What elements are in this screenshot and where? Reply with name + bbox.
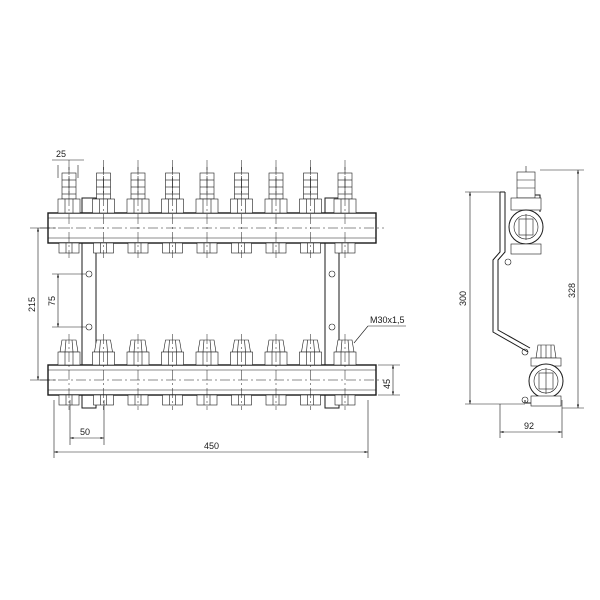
valve-outlet — [299, 334, 322, 410]
dim-header-height: 45 — [378, 364, 400, 396]
dim-depth: 92 — [499, 400, 563, 438]
dim-header-spacing: 215 — [27, 227, 56, 381]
dim-450-label: 450 — [204, 441, 219, 451]
valve-outlet — [195, 334, 219, 410]
dim-bracket-height: 300 — [458, 191, 525, 405]
dim-75-label: 75 — [47, 296, 57, 306]
flow-meter-outlet — [230, 160, 253, 258]
upper-header-pipe — [40, 212, 384, 244]
valve-outlet — [230, 334, 253, 410]
flow-meter-outlet — [333, 160, 357, 258]
side-upper-outlet — [504, 166, 544, 266]
side-view: 300 328 92 — [458, 166, 584, 438]
front-view: 25 215 75 M30x1,5 45 — [27, 149, 406, 458]
dim-328-label: 328 — [567, 283, 577, 298]
valve-outlet — [57, 334, 81, 410]
dim-bracket-span: 75 — [47, 273, 86, 328]
lower-header-pipe — [40, 364, 384, 396]
dim-thread-callout: M30x1,5 — [353, 315, 406, 344]
dim-45-label: 45 — [382, 379, 392, 389]
dim-overall-height: 328 — [540, 169, 584, 409]
dim-first-outlet-offset: 50 — [69, 400, 105, 445]
flow-meter-outlet — [126, 160, 150, 258]
dim-50-label: 50 — [80, 427, 90, 437]
side-lower-outlet — [521, 344, 564, 407]
valve-outlet — [264, 334, 288, 410]
valve-outlet — [161, 334, 184, 410]
flow-meter-outlet — [161, 160, 184, 258]
valve-outlet — [333, 334, 357, 410]
flow-meter-outlet — [299, 160, 322, 258]
valve-outlets — [57, 334, 357, 410]
flow-meter-outlet — [264, 160, 288, 258]
dim-overall-length: 450 — [53, 400, 369, 458]
flow-meter-outlet — [92, 160, 115, 258]
valve-outlet — [126, 334, 150, 410]
dim-outlet-width: 25 — [52, 149, 84, 178]
thread-label: M30x1,5 — [370, 315, 405, 325]
dim-300-label: 300 — [458, 291, 468, 306]
dim-92-label: 92 — [524, 421, 534, 431]
flow-meter-outlet — [195, 160, 219, 258]
valve-outlet — [92, 334, 115, 410]
dim-215-label: 215 — [27, 297, 37, 312]
flow-meter-outlets — [57, 160, 357, 258]
dim-25-label: 25 — [56, 149, 66, 159]
flow-meter-outlet — [57, 160, 81, 258]
